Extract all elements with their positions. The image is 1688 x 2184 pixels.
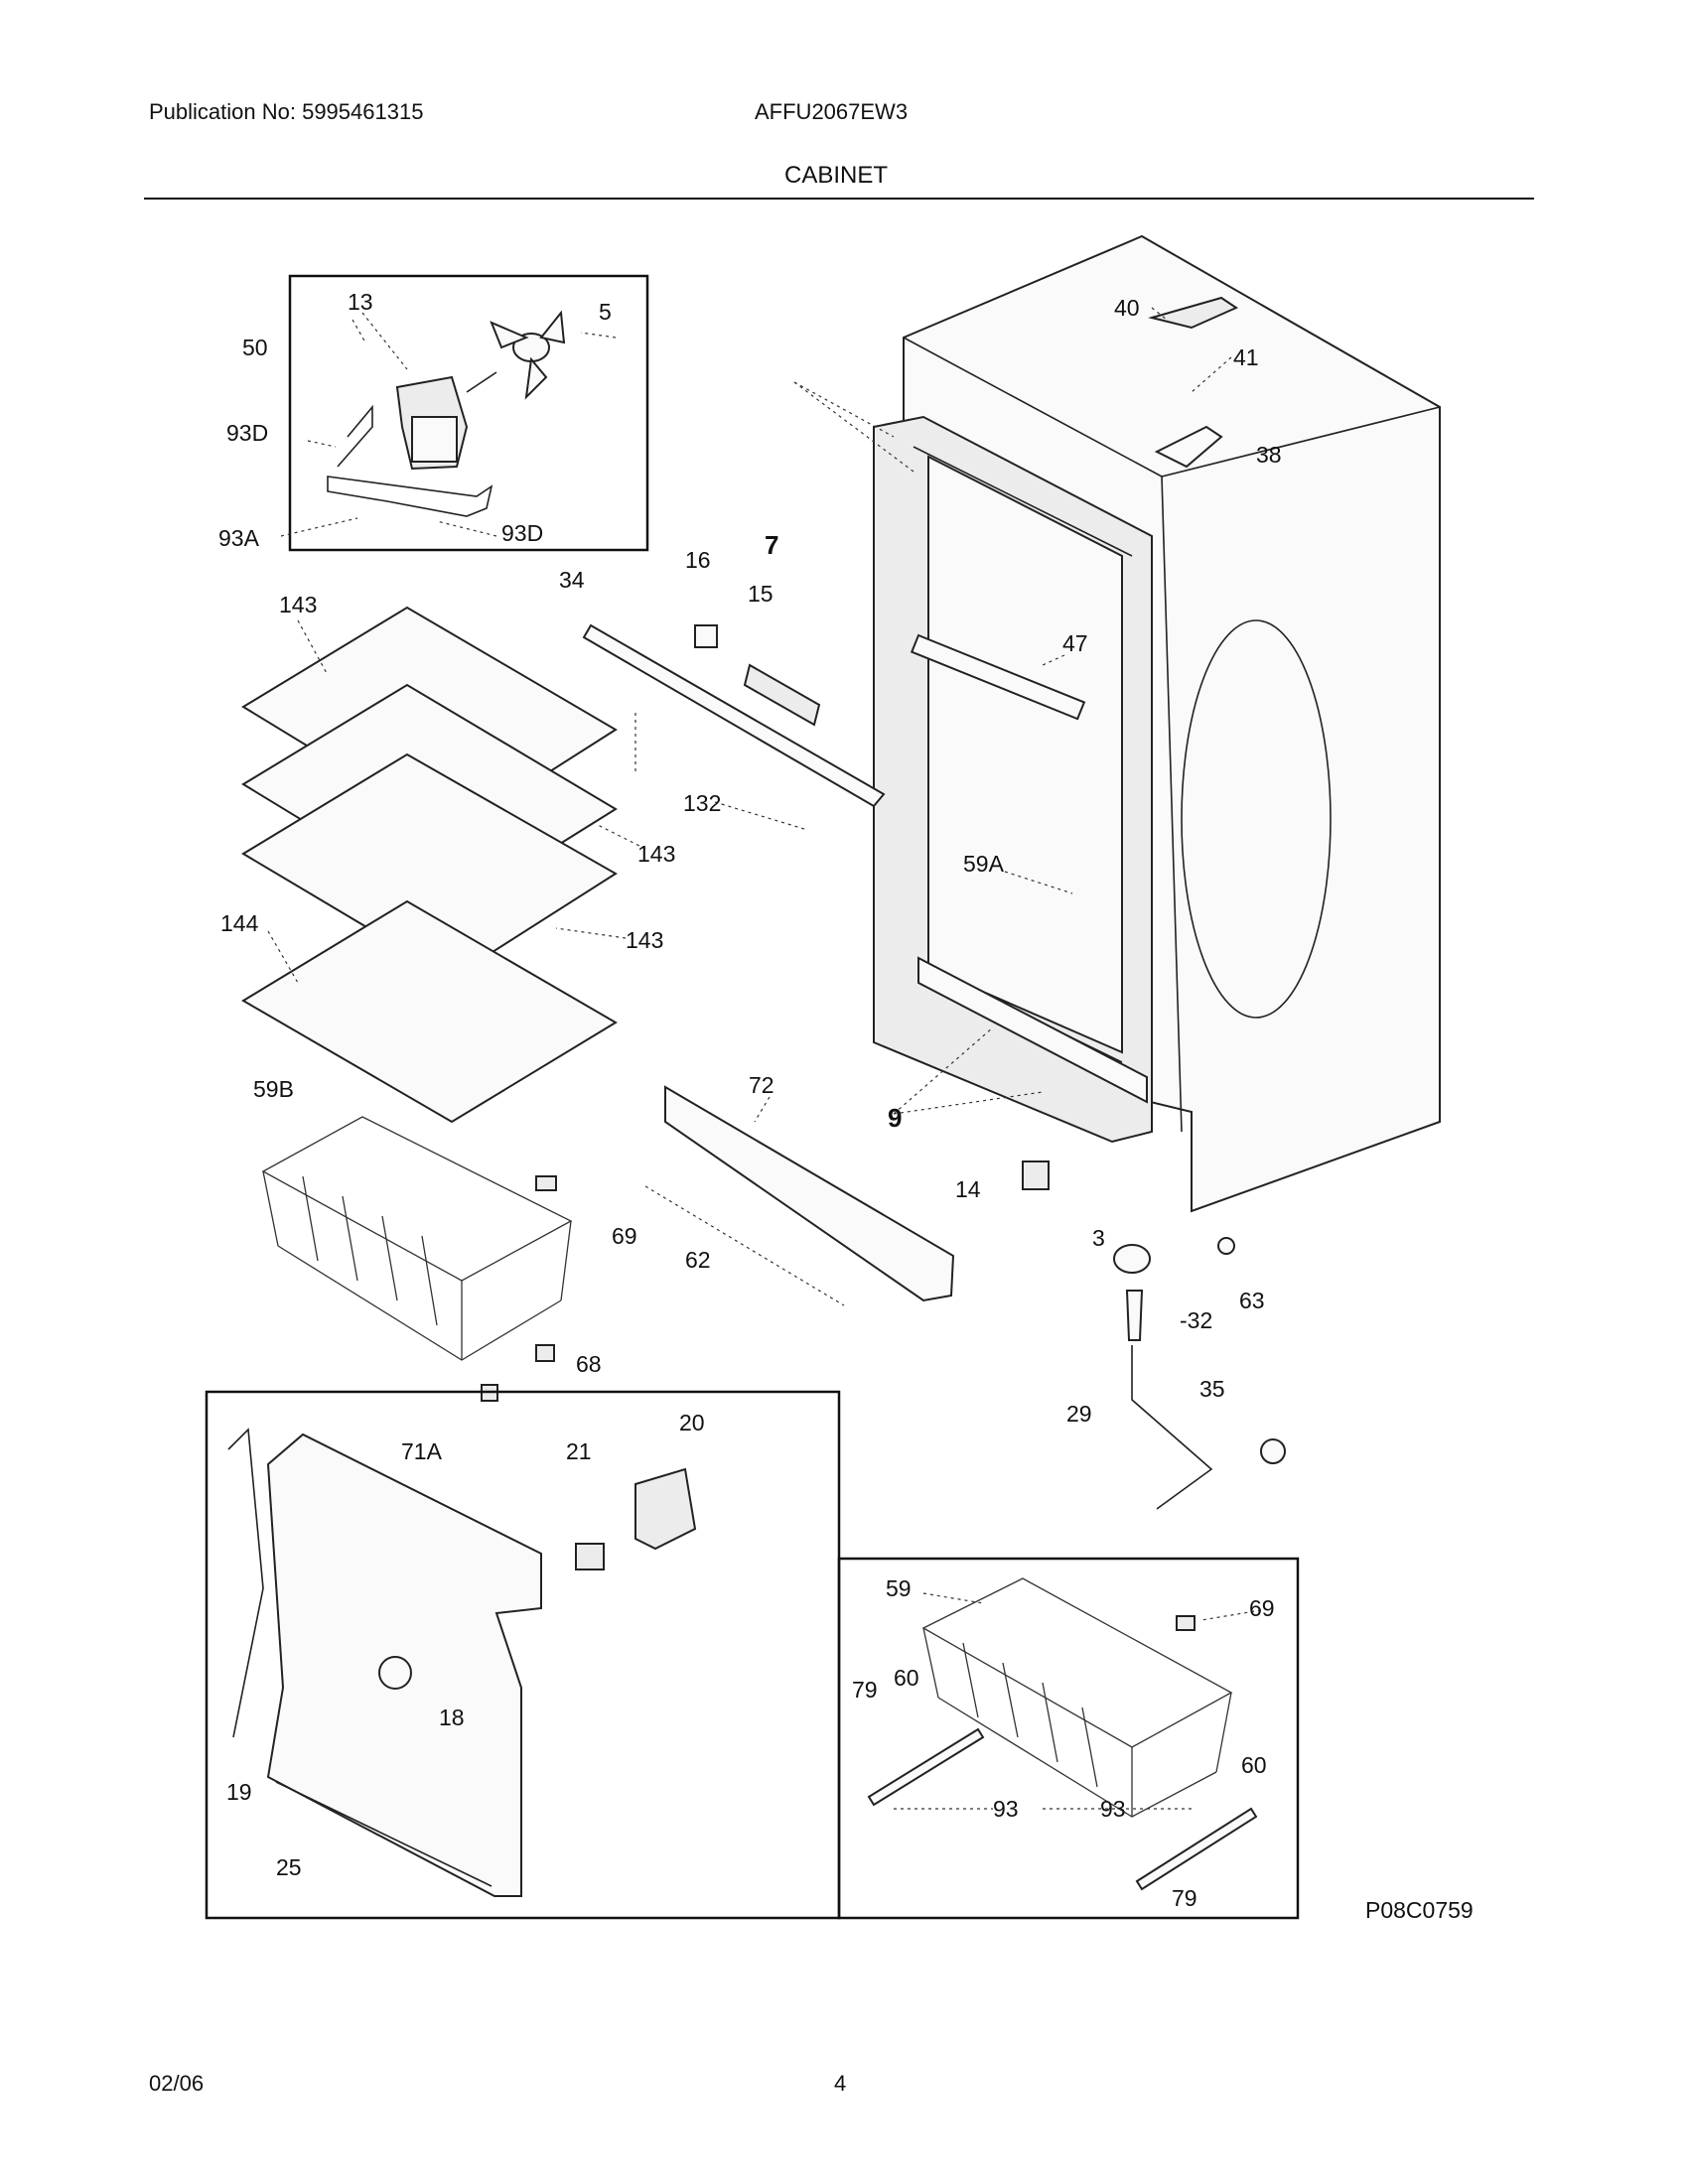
- callout-143: 143: [637, 841, 675, 867]
- callout-13: 13: [348, 289, 373, 315]
- header-rule: [144, 198, 1534, 200]
- callout-93a: 93A: [218, 525, 260, 551]
- inset-fan-motor-box: [288, 274, 649, 552]
- basket-clip: [1176, 1615, 1196, 1631]
- callout-9: 9: [888, 1103, 902, 1133]
- footer-date: 02/06: [149, 2071, 205, 2096]
- toe-grille: [664, 1085, 955, 1302]
- light-socket: [694, 624, 718, 648]
- callout-60: 60: [1241, 1752, 1267, 1778]
- callout-32: -32: [1180, 1307, 1212, 1333]
- callout-41: 41: [1233, 344, 1259, 370]
- basket-stop: [535, 1344, 555, 1362]
- basket-clip: [535, 1175, 557, 1191]
- callout-20: 20: [679, 1410, 705, 1435]
- callout-143: 143: [279, 592, 317, 617]
- wire-basket-59: [921, 1577, 1233, 1818]
- fan-shroud: [634, 1467, 697, 1551]
- callout-93: 93: [1100, 1796, 1126, 1822]
- drain-cap: [1113, 1244, 1151, 1274]
- diagram-code: P08C0759: [1365, 1897, 1474, 1923]
- callout-40: 40: [1114, 295, 1140, 321]
- callout-18: 18: [439, 1705, 465, 1730]
- inset-basket-box: [837, 1557, 1300, 1920]
- basket-slide-left: [867, 1727, 985, 1807]
- evaporator-cover: [227, 1428, 542, 1897]
- callout-35: 35: [1199, 1376, 1225, 1402]
- callout-38: 38: [1256, 442, 1282, 468]
- fan-motor-mount: [575, 1543, 605, 1570]
- door-switch: [1022, 1160, 1050, 1190]
- hinge-bracket: [1154, 425, 1223, 469]
- model-number: AFFU2067EW3: [755, 99, 909, 124]
- callout-19: 19: [226, 1779, 252, 1805]
- basket-slide-right: [1135, 1807, 1258, 1891]
- freezer-cabinet: [873, 234, 1441, 1213]
- callout-93: 93: [993, 1796, 1019, 1822]
- callout-63: 63: [1239, 1288, 1265, 1313]
- callout-7: 7: [765, 530, 778, 560]
- callout-50: 50: [242, 335, 268, 360]
- callout-25: 25: [276, 1854, 302, 1880]
- callout-72: 72: [749, 1072, 774, 1098]
- fan-motor-assembly: [327, 310, 566, 517]
- callout-59a: 59A: [963, 851, 1005, 877]
- callout-69: 69: [1249, 1595, 1275, 1621]
- callout-62: 62: [685, 1247, 711, 1273]
- callout-59: 59: [886, 1575, 912, 1601]
- callout-16: 16: [685, 547, 711, 573]
- callout-3: 3: [1092, 1225, 1105, 1251]
- callout-5: 5: [599, 299, 612, 325]
- page-title: CABINET: [784, 162, 889, 189]
- callout-15: 15: [748, 581, 774, 607]
- callout-60: 60: [894, 1665, 919, 1691]
- callout-69: 69: [612, 1223, 637, 1249]
- drain-hose: [1131, 1345, 1213, 1510]
- hinge-cover: [1148, 296, 1239, 330]
- callout-79: 79: [852, 1677, 878, 1703]
- callout-34: 34: [559, 567, 585, 593]
- callout-68: 68: [576, 1351, 602, 1377]
- light-bulb: [743, 663, 821, 727]
- callout-21: 21: [566, 1438, 592, 1464]
- leveling-leg: [1217, 1237, 1235, 1255]
- wire-basket-59b: [261, 1116, 573, 1361]
- page-number: 4: [834, 2071, 847, 2096]
- callout-132: 132: [683, 790, 721, 816]
- callout-71a: 71A: [401, 1438, 443, 1464]
- callout-29: 29: [1066, 1401, 1092, 1427]
- callout-14: 14: [955, 1176, 981, 1202]
- callout-144: 144: [220, 910, 259, 936]
- callout-59b: 59B: [253, 1076, 294, 1102]
- callout-79: 79: [1172, 1885, 1197, 1911]
- callout-93d: 93D: [226, 420, 268, 446]
- callout-47: 47: [1062, 630, 1088, 656]
- callout-93d: 93D: [501, 520, 543, 546]
- wire-shelves: [241, 606, 618, 1124]
- callout-143: 143: [626, 927, 663, 953]
- drain-clip: [1260, 1438, 1286, 1464]
- drain-tube: [1125, 1290, 1144, 1341]
- shelf-rail: [582, 623, 886, 808]
- publication-number: Publication No: 5995461315: [149, 99, 424, 124]
